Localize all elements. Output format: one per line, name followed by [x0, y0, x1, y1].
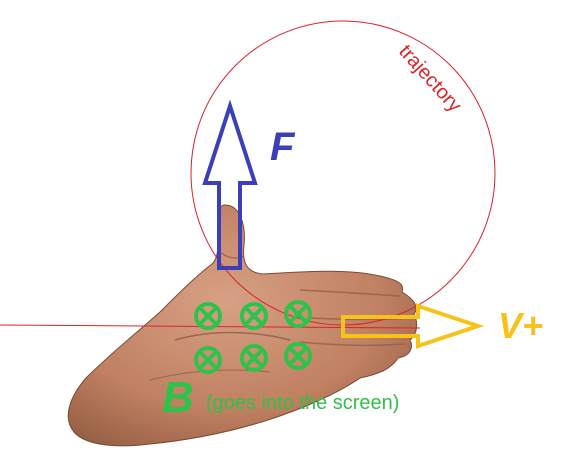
field-symbols: [194, 300, 312, 374]
field-into-screen-icon: [194, 302, 222, 330]
field-into-screen-icon: [240, 302, 268, 330]
field-into-screen-icon: [240, 344, 268, 372]
velocity-arrow: [341, 303, 485, 349]
field-into-screen-icon: [284, 300, 312, 328]
force-arrow: [202, 99, 258, 270]
palm-crease: [174, 331, 291, 341]
finger-crease: [299, 341, 406, 347]
hand-palm: [67, 204, 418, 447]
force-label: F: [270, 125, 296, 169]
field-note: (goes into the screen): [206, 392, 399, 414]
hand-illustration: [67, 204, 418, 447]
field-into-screen-icon: [284, 342, 312, 370]
velocity-label: V+: [498, 305, 543, 346]
finger-crease: [299, 289, 401, 297]
trajectory-label: trajectory: [394, 41, 465, 117]
field-label: B: [162, 373, 194, 422]
field-into-screen-icon: [194, 346, 222, 374]
